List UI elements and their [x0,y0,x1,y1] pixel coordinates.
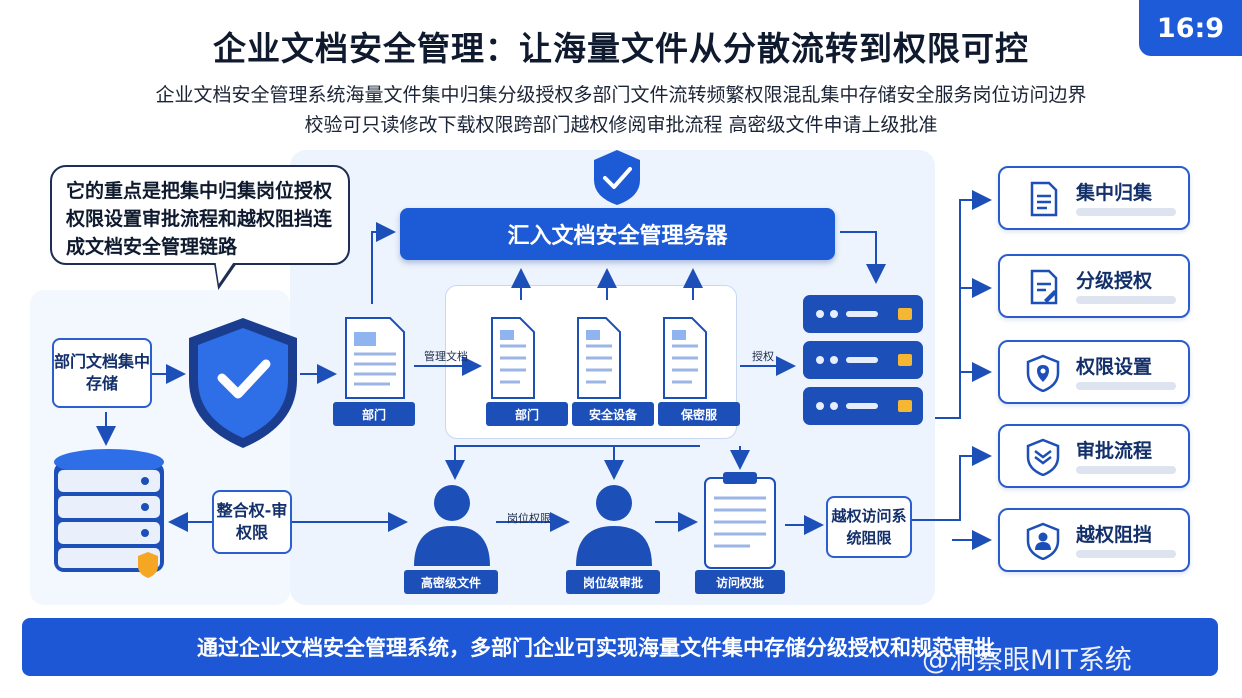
right-card-centralize: 集中归集 [998,166,1190,230]
server-rack-icon [803,295,923,425]
footer-text: 通过企业文档安全管理系统，多部门企业可实现海量文件集中存储分级授权和规范审批 [197,636,995,660]
review-permission-box: 整合权-审权限 [212,490,292,554]
clipboard-icon [704,472,776,569]
database-stack-icon [54,449,164,578]
callout-bubble: 它的重点是把集中归集岗位授权权限设置审批流程和越权阻挡连成文档安全管理链路 [50,165,350,265]
subtitle-line-1: 企业文档安全管理系统海量文件集中归集分级授权多部门文件流转频繁权限混乱集中存储安… [155,84,1087,106]
aspect-ratio-badge: 16:9 [1139,0,1242,56]
inner-doc-tag-1: 部门 [486,402,568,426]
main-document-icon [345,317,405,399]
subtitle-line-2: 校验可只读修改下载权限跨部门越权修阅审批流程 高密级文件申请上级批准 [304,114,938,136]
document-icon [1030,181,1058,217]
right-card-label: 集中归集 [1076,182,1153,204]
server-flow-label: 授权 [752,350,774,363]
placeholder-line [1076,208,1176,216]
right-card-label: 审批流程 [1076,440,1153,462]
right-card-block: 越权阻挡 [998,508,1190,572]
inner-document-icons [491,317,707,399]
right-card-label: 越权阻挡 [1076,524,1153,546]
top-shield-icon [594,150,640,205]
document-edit-icon [1030,269,1058,305]
clipboard-tag: 访问权批 [695,570,785,594]
person-icons [414,485,652,566]
person-tag-1: 高密级文件 [404,570,498,594]
shield-location-icon [1026,354,1060,392]
doc-flow-label: 管理文档 [424,350,468,363]
main-document-tag: 部门 [333,402,415,426]
role-flow-label: 岗位权限 [507,512,551,525]
watermark: @洞察眼MIT系统 [922,645,1132,676]
placeholder-line [1076,550,1176,558]
right-card-approval: 审批流程 [998,424,1190,488]
footer-banner: 通过企业文档安全管理系统，多部门企业可实现海量文件集中存储分级授权和规范审批 [22,618,1218,676]
placeholder-line [1076,382,1176,390]
big-shield-icon [189,318,297,448]
flow-arrows [96,190,992,550]
placeholder-line [1076,466,1176,474]
placeholder-line [1076,296,1176,304]
page-title: 企业文档安全管理：让海量文件从分散流转到权限可控 [213,29,1029,68]
right-card-label: 权限设置 [1076,356,1153,378]
right-card-tiered-auth: 分级授权 [998,254,1190,318]
inner-doc-tag-2: 安全设备 [572,402,654,426]
person-tag-2: 岗位级审批 [566,570,660,594]
shield-user-icon [1026,522,1060,560]
source-storage-box: 部门文档集中存储 [52,338,152,408]
shield-layers-icon [1026,438,1060,476]
right-card-permission: 权限设置 [998,340,1190,404]
access-block-box: 越权访问系统阻限 [826,496,912,558]
server-bar: 汇入文档安全管理务器 [400,208,835,260]
inner-doc-tag-3: 保密服 [658,402,740,426]
right-card-label: 分级授权 [1076,270,1153,292]
